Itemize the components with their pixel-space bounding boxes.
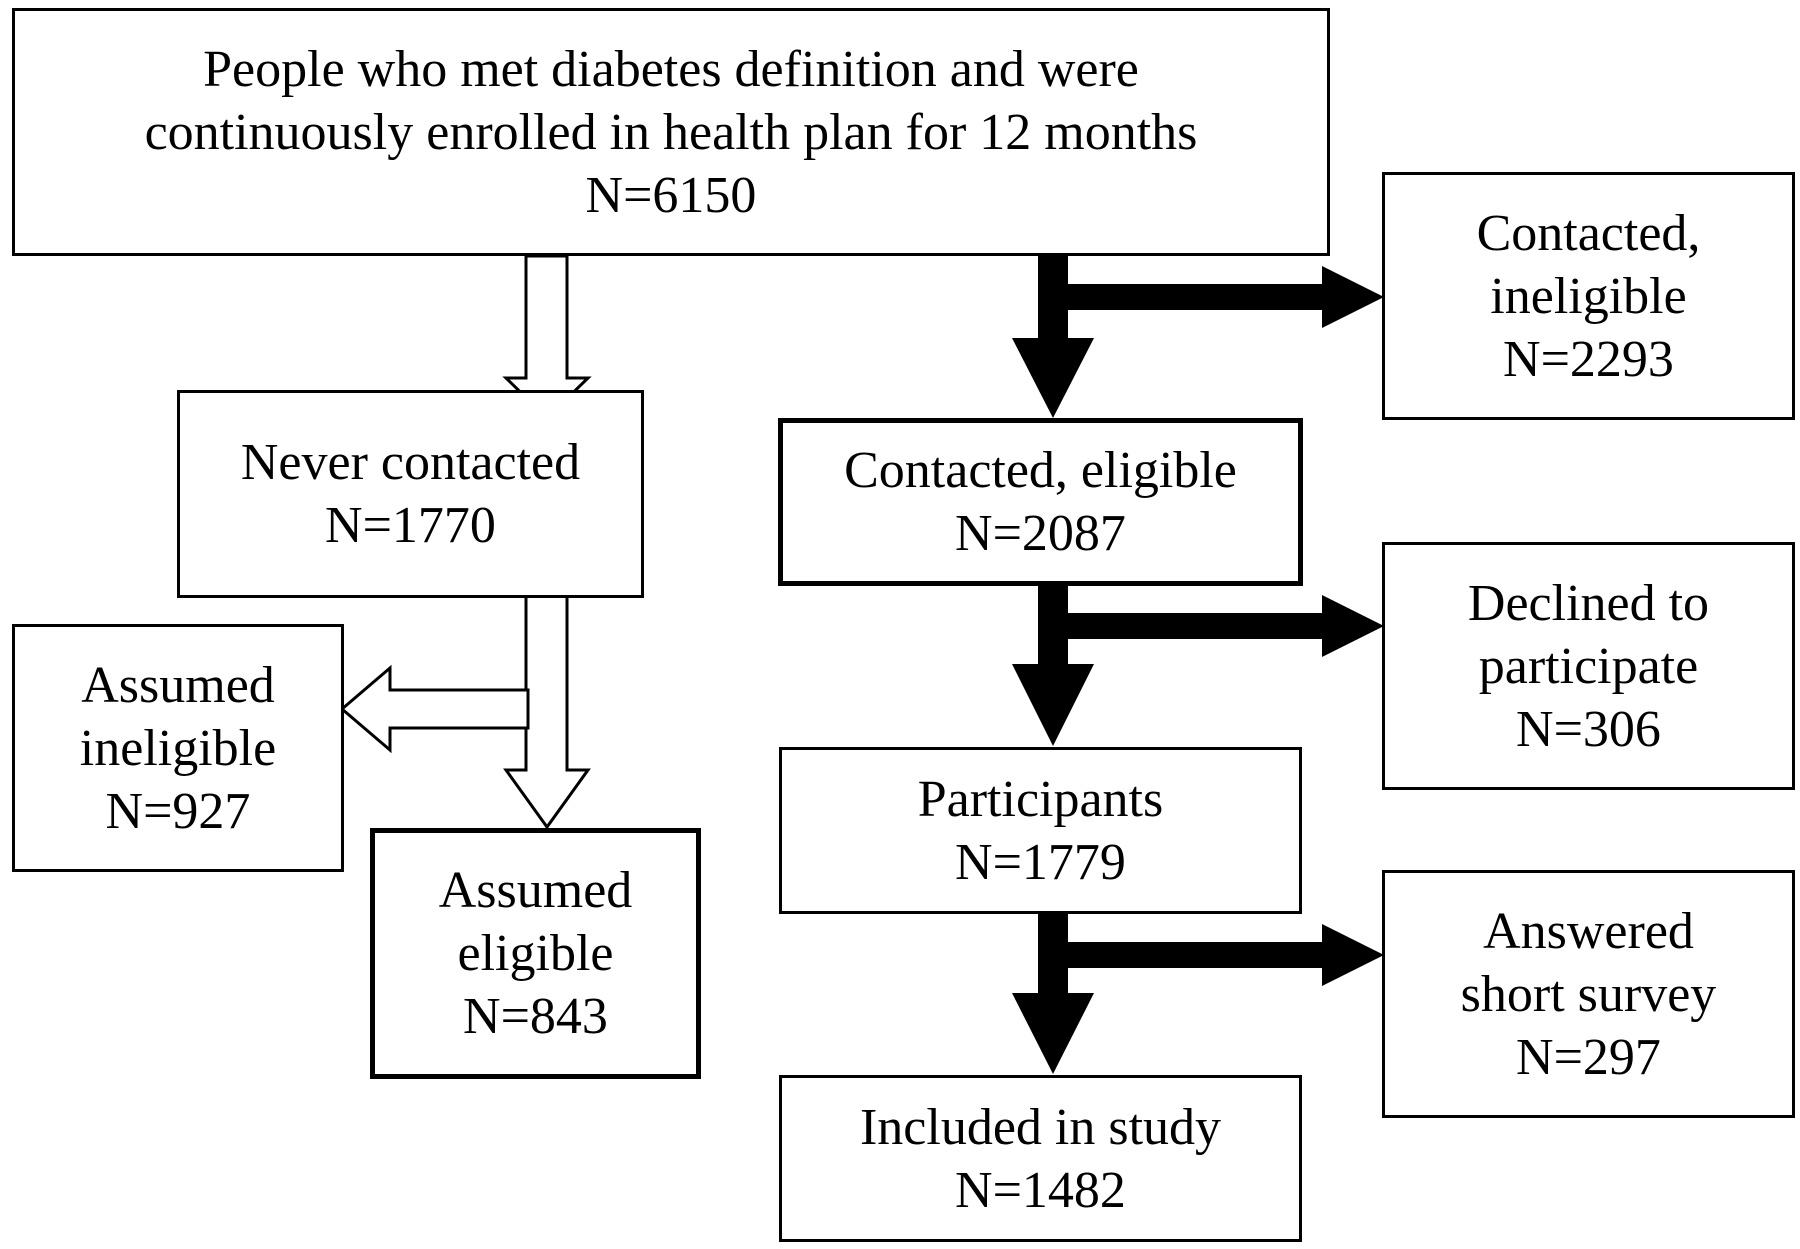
hollow-arrow-never-contacted-to-assumed-eligible (503, 583, 591, 830)
box-short-survey-line-2: short survey (1460, 965, 1717, 1023)
box-included-line-2: N=1482 (955, 1161, 1126, 1219)
box-declined: Declined to participate N=306 (1382, 542, 1795, 790)
solid-stem-to-included (1038, 913, 1068, 995)
box-participants-line-2: N=1779 (955, 833, 1126, 891)
box-contacted-ineligible: Contacted, ineligible N=2293 (1382, 172, 1795, 420)
box-assumed-ineligible-line-3: N=927 (105, 782, 251, 840)
box-contacted-eligible-line-1: Contacted, eligible (844, 442, 1237, 499)
box-start-line-1: People who met diabetes definition and w… (203, 40, 1139, 98)
box-contacted-eligible: Contacted, eligible N=2087 (778, 418, 1303, 586)
box-assumed-ineligible-line-2: ineligible (79, 719, 277, 777)
solid-stem-to-participants (1038, 584, 1068, 666)
solid-head-to-participants (1012, 664, 1094, 746)
box-assumed-eligible-line-1: Assumed (438, 862, 633, 919)
box-start-line-3: N=6150 (585, 166, 757, 224)
box-never-contacted-line-1: Never contacted (240, 434, 581, 491)
box-assumed-eligible-line-3: N=843 (463, 988, 608, 1045)
solid-head-to-short-survey (1322, 924, 1384, 986)
box-short-survey-line-1: Answered (1483, 902, 1694, 960)
box-assumed-eligible: Assumed eligible N=843 (370, 828, 701, 1079)
solid-stem-start-to-contacted-eligible (1038, 256, 1068, 340)
box-never-contacted: Never contacted N=1770 (177, 390, 644, 598)
box-assumed-ineligible: Assumed ineligible N=927 (12, 624, 344, 872)
box-participants-line-1: Participants (917, 770, 1164, 828)
box-start-line-2: continuously enrolled in health plan for… (144, 103, 1198, 161)
solid-head-to-declined (1322, 595, 1384, 657)
box-declined-line-1: Declined to (1467, 574, 1710, 632)
box-contacted-eligible-line-2: N=2087 (955, 505, 1126, 562)
box-short-survey-line-3: N=297 (1516, 1028, 1661, 1086)
box-contacted-ineligible-line-2: ineligible (1490, 267, 1687, 325)
box-included-line-1: Included in study (859, 1098, 1222, 1156)
box-participants: Participants N=1779 (779, 747, 1302, 914)
box-assumed-ineligible-line-1: Assumed (81, 656, 275, 714)
box-short-survey: Answered short survey N=297 (1382, 870, 1795, 1118)
box-assumed-eligible-line-2: eligible (457, 925, 614, 982)
solid-head-to-included (1012, 993, 1094, 1074)
box-included: Included in study N=1482 (779, 1075, 1302, 1242)
solid-stem-to-declined (1068, 613, 1324, 639)
box-contacted-ineligible-line-1: Contacted, (1476, 204, 1701, 262)
solid-stem-to-short-survey (1068, 942, 1324, 968)
box-contacted-ineligible-line-3: N=2293 (1503, 330, 1674, 388)
solid-head-start-to-contacted-eligible (1012, 338, 1094, 418)
hollow-arrow-to-assumed-ineligible (339, 664, 530, 754)
box-declined-line-2: participate (1478, 637, 1699, 695)
solid-head-to-contacted-ineligible (1322, 266, 1384, 328)
box-declined-line-3: N=306 (1516, 700, 1661, 758)
box-start: People who met diabetes definition and w… (12, 8, 1330, 256)
box-never-contacted-line-2: N=1770 (325, 497, 496, 554)
solid-stem-to-contacted-ineligible (1068, 284, 1324, 310)
